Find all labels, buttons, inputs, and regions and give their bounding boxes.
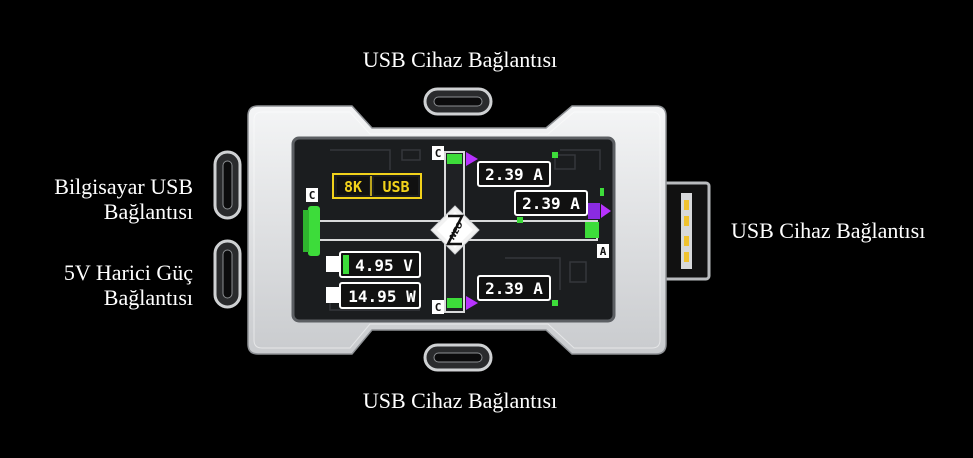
usb-c-port-left-lower bbox=[213, 239, 242, 309]
right-port-label: USB Cihaz Bağlantısı bbox=[731, 218, 926, 243]
computer-usb-label: Bilgisayar USB Bağlantısı bbox=[54, 174, 193, 224]
current-readout-bottom: 2.39 A bbox=[477, 275, 551, 301]
badge-usb: USB bbox=[382, 178, 409, 196]
current-readout-top: 2.39 A bbox=[477, 161, 551, 187]
usb-c-port-bottom bbox=[423, 343, 493, 372]
voltage-readout: 4.95 V bbox=[326, 251, 421, 278]
badge-8k: 8K bbox=[344, 178, 362, 196]
bottom-port-label: USB Cihaz Bağlantısı bbox=[362, 388, 558, 413]
neo-logo: NEO bbox=[430, 205, 480, 255]
computer-usb-label-line2: Bağlantısı bbox=[103, 199, 193, 224]
tag-c-top: C bbox=[435, 147, 442, 160]
direction-arrows bbox=[466, 152, 611, 310]
current-bottom-value: 2.39 A bbox=[485, 279, 543, 298]
circuit-traces bbox=[329, 149, 601, 311]
usb-a-port-right bbox=[662, 181, 711, 281]
current-top-value: 2.39 A bbox=[485, 165, 543, 184]
current-readout-right: 2.39 A bbox=[514, 190, 588, 216]
power-readout: 14.95 W bbox=[326, 282, 421, 309]
computer-usb-label-line1: Bilgisayar USB bbox=[54, 174, 193, 199]
usb-c-port-top bbox=[423, 87, 493, 116]
tag-c-bottom: C bbox=[435, 301, 442, 314]
voltage-value: 4.95 V bbox=[355, 256, 413, 275]
external-power-label-line1: 5V Harici Güç bbox=[63, 260, 193, 285]
external-power-label-line2: Bağlantısı bbox=[103, 285, 193, 310]
current-right-value: 2.39 A bbox=[522, 194, 580, 213]
usb-c-port-left-upper bbox=[213, 150, 242, 220]
mode-badge: 8K USB bbox=[332, 173, 422, 199]
external-power-label: 5V Harici Güç Bağlantısı bbox=[64, 260, 193, 310]
tag-c-left: C bbox=[309, 189, 316, 202]
link-indicators bbox=[303, 152, 604, 308]
power-value: 14.95 W bbox=[348, 287, 416, 306]
port-tags: C C C A bbox=[306, 146, 609, 314]
top-port-label: USB Cihaz Bağlantısı bbox=[362, 47, 558, 72]
tag-a-right: A bbox=[600, 245, 607, 258]
